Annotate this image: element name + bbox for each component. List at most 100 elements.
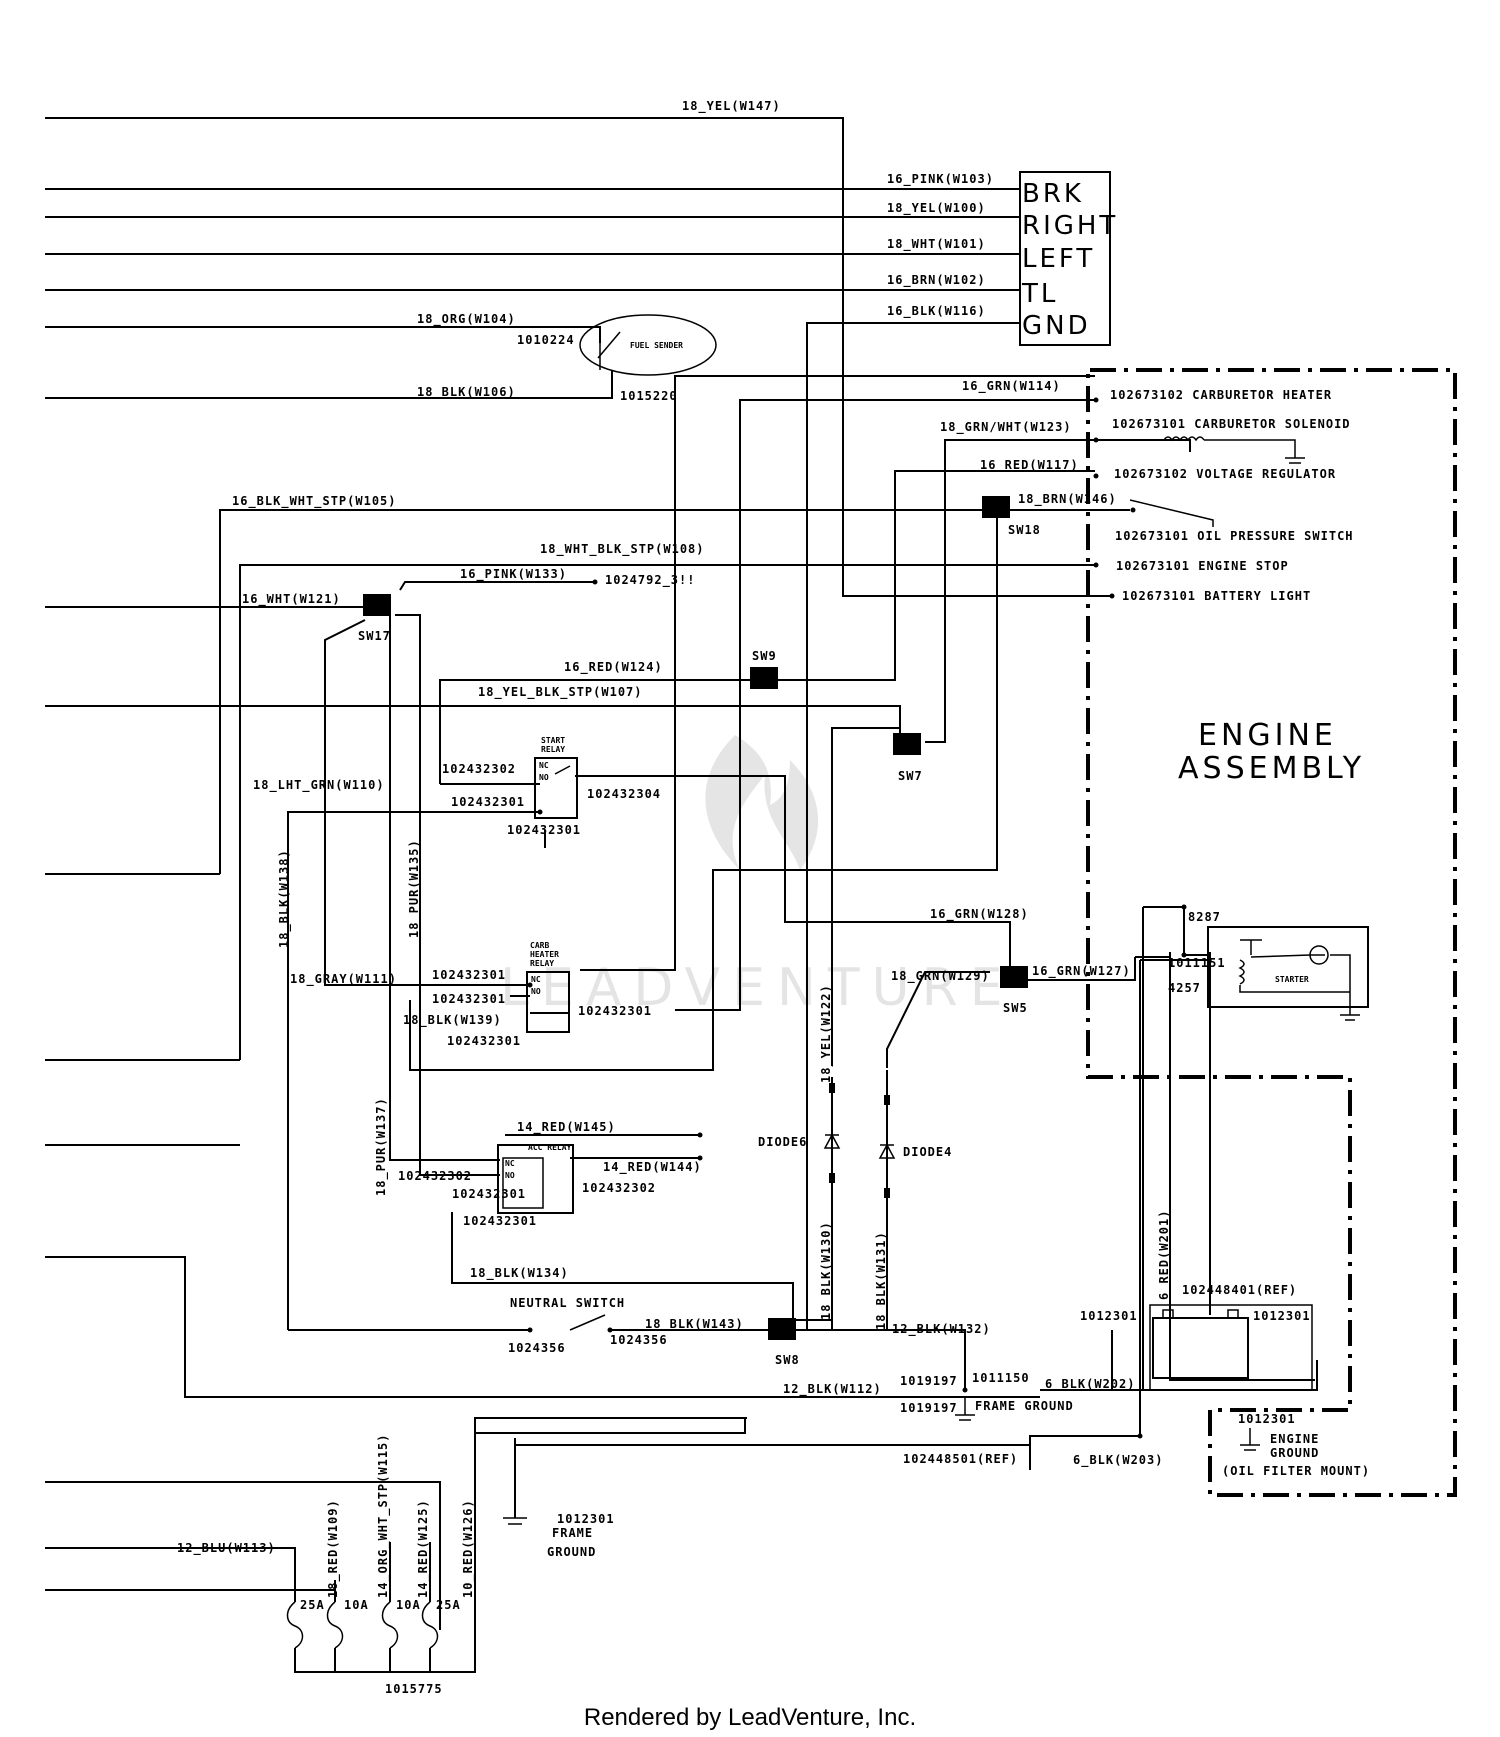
wire-label: 16_GRN(W128) bbox=[930, 907, 1029, 922]
wire-label: 18_RED(W109) bbox=[326, 1499, 341, 1598]
fuel-sender: FUEL SENDER 1010224 1015220 bbox=[517, 314, 717, 403]
carb-relay-nc-part: 102432301 bbox=[432, 968, 506, 982]
relay-pin-nc: NC bbox=[505, 1159, 515, 1168]
frame-ground-part-2: 1011150 bbox=[972, 1371, 1030, 1385]
wire-label: 18_BRN(W146) bbox=[1018, 492, 1117, 507]
wire-label: 18_BLK(W138) bbox=[277, 849, 292, 948]
wire-label: 10_RED(W126) bbox=[461, 1499, 476, 1598]
wire-label: 18_YEL(W122) bbox=[819, 984, 834, 1083]
wire-label: 16_RED(W117) bbox=[980, 458, 1079, 473]
engine-terminal-engine-stop: 102673101 ENGINE STOP bbox=[1116, 559, 1289, 573]
neutral-switch-part-left: 1024356 bbox=[508, 1341, 566, 1355]
acc-relay-title: ACC RELAY bbox=[528, 1143, 572, 1152]
fuse-label: 10A bbox=[344, 1598, 369, 1612]
wire-labels: 18_YEL(W147) 16_PINK(W103) 18_YEL(W100) … bbox=[177, 99, 1162, 1556]
carb-relay-no-part: 102432301 bbox=[432, 992, 506, 1006]
wire-label: 16_WHT(W121) bbox=[242, 592, 341, 607]
start-relay-com-part: 102432304 bbox=[587, 787, 661, 801]
wire-label: 18_BLK(W139) bbox=[403, 1013, 502, 1028]
neutral-switch-label: NEUTRAL SWITCH bbox=[510, 1296, 625, 1310]
wire-label: 14_RED(W144) bbox=[603, 1160, 702, 1175]
fuse-label: 10A bbox=[396, 1598, 421, 1612]
part-1024792: 1024792_3!! bbox=[605, 573, 695, 588]
relay-pin-no: NO bbox=[505, 1171, 515, 1180]
connection-points bbox=[527, 579, 1187, 1439]
switch-sw5: SW5 bbox=[1003, 1001, 1028, 1015]
watermark: LEADVENTURE bbox=[500, 735, 1015, 1018]
acc-relay-right-part: 102432302 bbox=[582, 1181, 656, 1195]
connector-pin-brk: BRK bbox=[1022, 179, 1084, 209]
frame-ground-bottom-part: 1012301 bbox=[557, 1512, 615, 1526]
starter-part-8287: 8287 bbox=[1188, 910, 1221, 924]
wire-label: 18_PUR(W137) bbox=[374, 1097, 389, 1196]
diode6-label: DIODE6 bbox=[758, 1135, 807, 1149]
start-relay-bottom-part: 102432301 bbox=[507, 823, 581, 837]
wire-label: 16_PINK(W103) bbox=[887, 172, 994, 187]
carb-relay-right-part: 102432301 bbox=[578, 1004, 652, 1018]
start-relay-title-1: START bbox=[541, 736, 565, 745]
frame-ground: FRAME GROUND 1019197 1011150 1019197 101… bbox=[503, 1371, 1074, 1559]
footer-credit: Rendered by LeadVenture, Inc. bbox=[584, 1704, 916, 1731]
frame-ground-label: FRAME GROUND bbox=[975, 1399, 1074, 1413]
wire-label: 12_BLU(W113) bbox=[177, 1541, 276, 1556]
switches: SW17 SW18 SW9 SW7 SW5 SW8 bbox=[358, 496, 1041, 1367]
battery: 102448401(REF) 1012301 1012301 bbox=[1080, 1283, 1313, 1391]
connector-pin-left: LEFT bbox=[1022, 244, 1095, 274]
fuel-sender-part-bottom: 1015220 bbox=[620, 389, 678, 403]
wire-label: 14_RED(W125) bbox=[416, 1499, 431, 1598]
wire-label: 16_RED(W124) bbox=[564, 660, 663, 675]
frame-ground-bottom-label-1: FRAME bbox=[552, 1526, 593, 1540]
wire-label: 18_GRN/WHT(W123) bbox=[940, 420, 1072, 435]
acc-relay-nc-part: 102432302 bbox=[398, 1169, 472, 1183]
wire-label: 16_BRN(W102) bbox=[887, 273, 986, 288]
watermark-text: LEADVENTURE bbox=[500, 958, 1015, 1018]
wire-label: 18_BLK(W131) bbox=[874, 1231, 889, 1330]
relay-pin-nc: NC bbox=[531, 975, 541, 984]
wire-label: 18_YEL(W147) bbox=[682, 99, 781, 114]
fuse-block-part: 1015775 bbox=[385, 1682, 443, 1696]
switch-sw9: SW9 bbox=[752, 649, 777, 663]
wire-label: 18_WHT_BLK_STP(W108) bbox=[540, 542, 705, 557]
acc-relay-no-part: 102432301 bbox=[452, 1187, 526, 1201]
acc-relay: ACC RELAY NC NO 102432302 102432301 1024… bbox=[398, 1143, 656, 1228]
starter: STARTER 8287 1011151 4257 bbox=[1142, 906, 1369, 1390]
wire-label: 18_PUR(W135) bbox=[407, 839, 422, 938]
wire-label: 18_BLK(W134) bbox=[470, 1266, 569, 1281]
relay-pin-nc: NC bbox=[539, 761, 549, 770]
start-relay-nc-part: 102432302 bbox=[442, 762, 516, 776]
wire-label: 14_ORG_WHT_STP(W115) bbox=[376, 1434, 391, 1599]
switch-sw18: SW18 bbox=[1008, 523, 1041, 537]
switch-sw7: SW7 bbox=[898, 769, 923, 783]
frame-ground-part-3: 1019197 bbox=[900, 1401, 958, 1415]
wire-label: 18_BLK(W106) bbox=[417, 385, 516, 400]
wire-labels-vertical: 18_BLK(W138) 18_PUR(W135) 18_PUR(W137) 1… bbox=[277, 839, 1172, 1598]
starter-part-1011151: 1011151 bbox=[1168, 956, 1226, 970]
battery-part-left: 1012301 bbox=[1080, 1309, 1138, 1323]
relay-pin-no: NO bbox=[531, 987, 541, 996]
acc-relay-bottom-part: 102432301 bbox=[463, 1214, 537, 1228]
engine-ground-label-1: ENGINE bbox=[1270, 1432, 1319, 1446]
neutral-switch: NEUTRAL SWITCH 1024356 1024356 bbox=[508, 1296, 668, 1355]
light-connector: BRK RIGHT LEFT TL GND bbox=[1019, 171, 1115, 346]
engine-terminal-voltage-regulator: 102673102 VOLTAGE REGULATOR bbox=[1114, 467, 1336, 481]
engine-ground-label-3: (OIL FILTER MOUNT) bbox=[1222, 1464, 1370, 1478]
engine-terminal-carburetor-solenoid: 102673101 CARBURETOR SOLENOID bbox=[1112, 417, 1351, 431]
wire-label: 18_GRN(W129) bbox=[891, 969, 990, 984]
wire-label: 18_YEL(W100) bbox=[887, 201, 986, 216]
frame-ground-bottom-label-2: GROUND bbox=[547, 1545, 596, 1559]
fuel-sender-label: FUEL SENDER bbox=[630, 341, 683, 350]
fuse-label: 25A bbox=[300, 1598, 325, 1612]
engine-ground-part: 1012301 bbox=[1238, 1412, 1296, 1426]
wire-label: 12_BLK(W112) bbox=[783, 1382, 882, 1397]
carb-relay-title-2: HEATER bbox=[530, 950, 559, 959]
wire-label: 18_YEL_BLK_STP(W107) bbox=[478, 685, 643, 700]
diodes: DIODE6 DIODE4 bbox=[758, 1077, 951, 1330]
engine-terminal-battery-light: 102673101 BATTERY LIGHT bbox=[1122, 589, 1311, 603]
wire-label: 18_BLK(W143) bbox=[645, 1317, 744, 1332]
neutral-switch-part-right: 1024356 bbox=[610, 1333, 668, 1347]
switch-sw17: SW17 bbox=[358, 629, 391, 643]
engine-assembly-box: ENGINE ASSEMBLY 102673102 CARBURETOR HEA… bbox=[1086, 368, 1457, 1497]
fuel-sender-part-top: 1010224 bbox=[517, 333, 575, 347]
start-relay-title-2: RELAY bbox=[541, 745, 565, 754]
